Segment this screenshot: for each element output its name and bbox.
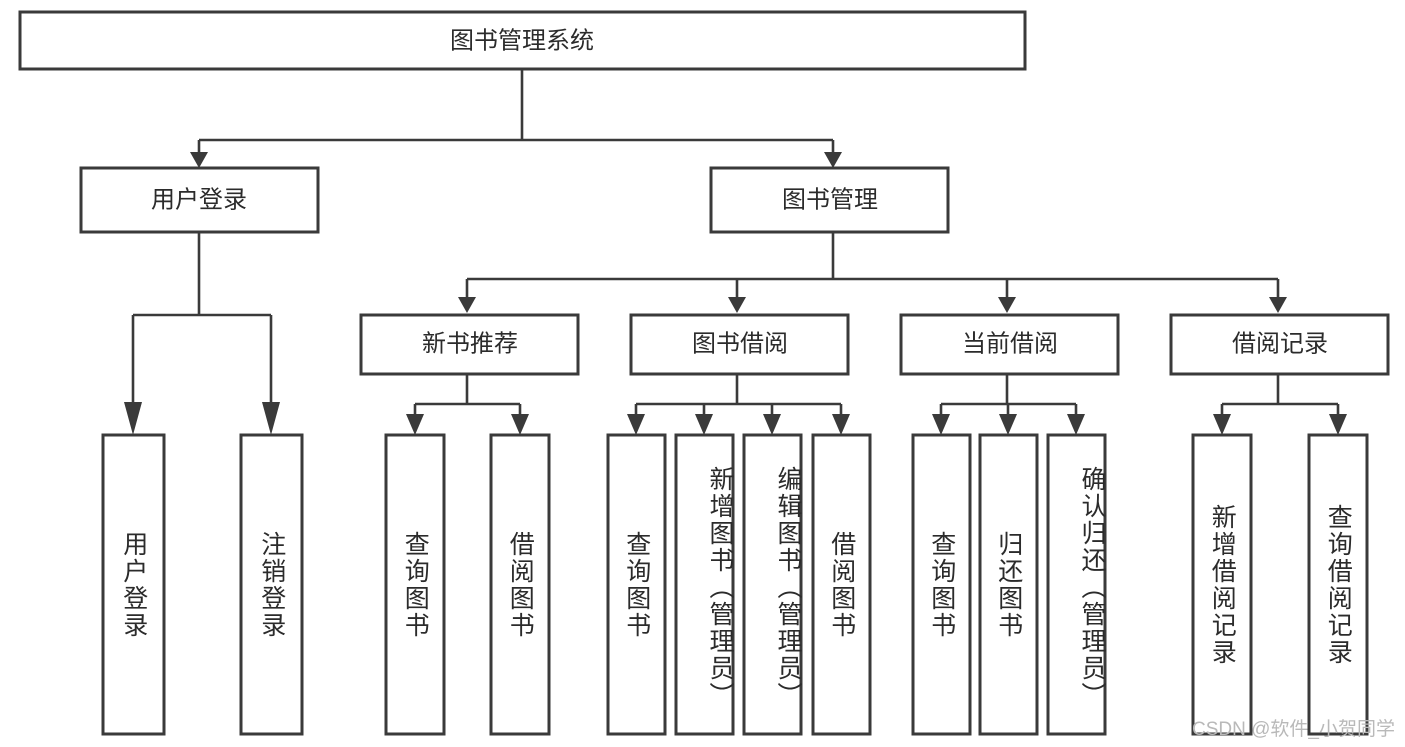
leaf-return-book-box[interactable] [978, 433, 1039, 736]
node-borrow-record-box[interactable] [1169, 313, 1390, 376]
node-book-borrow[interactable]: 图书借阅 [629, 313, 850, 376]
node-root-label: 图书管理系统 [450, 27, 594, 54]
node-borrow-record[interactable]: 借阅记录 [1169, 313, 1390, 376]
arrow-icon-to-leaf-query-book-3 [932, 414, 950, 435]
arrow-icon-to-leaf-borrow-book-1 [511, 414, 529, 435]
arrow-icon-to-leaf-add-record [1213, 414, 1231, 435]
arrow-icon-to-newbookrec [458, 297, 476, 313]
node-current-borrow-box[interactable] [899, 313, 1120, 376]
watermark-text: CSDN @软件_小贺同学 [1192, 719, 1395, 740]
arrowhead-group [124, 152, 1347, 435]
arrow-icon-to-leaf-confirm-return [1067, 414, 1085, 435]
node-book-manage[interactable]: 图书管理 [709, 166, 950, 234]
node-current-borrow[interactable]: 当前借阅 [899, 313, 1120, 376]
node-new-book-rec-label: 新书推荐 [422, 330, 518, 357]
leaf-query-book-2-box[interactable] [606, 433, 667, 736]
leaf-edit-book-box[interactable] [742, 433, 803, 736]
arrow-icon-to-leaf-query-record [1329, 414, 1347, 435]
node-user-login[interactable]: 用户登录 [79, 166, 320, 234]
arrow-icon-to-leaf-logout [262, 402, 280, 435]
arrow-icon-to-leaf-query-book-2 [627, 414, 645, 435]
arrow-icon-to-borrowrecord [1269, 297, 1287, 313]
node-borrow-record-label: 借阅记录 [1232, 330, 1328, 357]
node-current-borrow-label: 当前借阅 [962, 330, 1058, 357]
leaf-add-record-box[interactable] [1191, 433, 1253, 736]
node-root[interactable]: 图书管理系统 [18, 10, 1027, 71]
node-new-book-rec-box[interactable] [359, 313, 580, 376]
arrow-icon-to-leaf-edit-book [763, 414, 781, 435]
arrow-icon-to-leaf-return-book [999, 414, 1017, 435]
leaf-query-book-1-box[interactable] [384, 433, 446, 736]
node-book-manage-label: 图书管理 [782, 186, 878, 213]
node-new-book-rec[interactable]: 新书推荐 [359, 313, 580, 376]
node-book-manage-box[interactable] [709, 166, 950, 234]
node-book-borrow-box[interactable] [629, 313, 850, 376]
arrow-icon-to-leaf-query-book-1 [406, 414, 424, 435]
leaf-user-login-box[interactable] [101, 433, 166, 736]
arrow-icon-to-bookborrow [728, 297, 746, 313]
leaf-query-book-3-box[interactable] [911, 433, 972, 736]
leaf-query-record-box[interactable] [1307, 433, 1369, 736]
leaf-box-group [101, 433, 1369, 736]
leaf-borrow-book-2-box[interactable] [811, 433, 872, 736]
node-book-borrow-label: 图书借阅 [692, 330, 788, 357]
node-root-box[interactable] [18, 10, 1027, 71]
arrow-icon-to-leaf-add-book [695, 414, 713, 435]
leaf-borrow-book-1-box[interactable] [489, 433, 551, 736]
arrow-icon-to-userlogin [190, 152, 208, 168]
leaf-confirm-return-box[interactable] [1046, 433, 1107, 736]
leaf-add-book-box[interactable] [674, 433, 735, 736]
arrow-icon-to-leaf-user-login [124, 402, 142, 435]
node-user-login-box[interactable] [79, 166, 320, 234]
node-user-login-label: 用户登录 [151, 186, 247, 213]
arrow-icon-to-currentborrow [998, 297, 1016, 313]
arrow-icon-to-leaf-borrow-book-2 [832, 414, 850, 435]
arrow-icon-to-bookmanage [824, 152, 842, 168]
leaf-logout-box[interactable] [239, 433, 304, 736]
